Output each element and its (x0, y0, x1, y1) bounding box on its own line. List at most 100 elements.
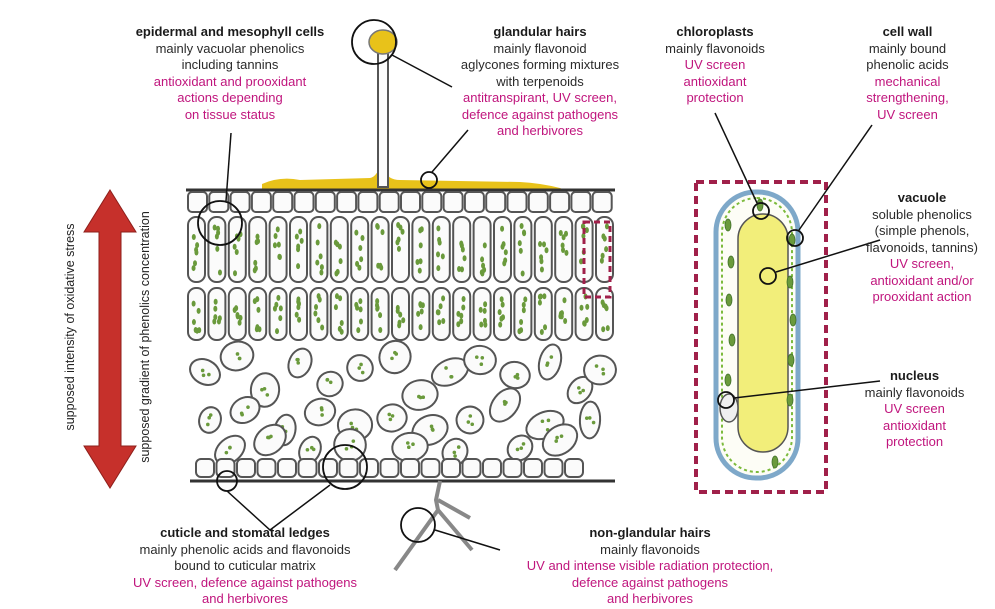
chloroplast-dot (437, 237, 441, 243)
chloroplast-dot (538, 300, 542, 306)
epidermal-fn-3: on tissue status (100, 107, 360, 124)
lower-epidermal-cell (442, 459, 460, 477)
chloroplast-dot (604, 246, 608, 252)
chloroplast-dot (602, 372, 606, 376)
oxidative-stress-arrow (84, 190, 136, 488)
chloroplast-dot (297, 317, 301, 323)
lower-epidermal-cell (401, 459, 419, 477)
chloroplast-dot (240, 411, 244, 415)
chloroplast-dot (361, 371, 365, 375)
chloroplast-dot (313, 311, 317, 317)
chloroplast-dot (579, 258, 583, 264)
chloroplast-dot (256, 307, 260, 313)
chloroplast-dot (195, 328, 199, 334)
chloroplast-dot (562, 297, 566, 303)
chloroplast-dot (467, 420, 471, 424)
chloroplast-dot (277, 242, 281, 248)
chloroplast-dot (397, 237, 401, 243)
chloroplast-dot (547, 419, 551, 423)
chloroplast-dot (501, 302, 505, 308)
chloroplast-dot (202, 373, 206, 377)
epidermal-cell (422, 192, 441, 212)
spongy-cell (301, 395, 338, 429)
vacuole-desc-2: (simple phenols, (852, 223, 992, 240)
chloroplast-dot (441, 253, 445, 259)
epidermal-cell (295, 192, 314, 212)
chloroplast-dot (401, 229, 405, 235)
spongy-cell (579, 401, 601, 438)
chloroplast-dot (475, 355, 479, 359)
chloroplast-dot (595, 364, 599, 368)
cuticle-desc-1: mainly phenolic acids and flavonoids (100, 542, 390, 559)
chloroplast-dot (418, 301, 422, 307)
chloroplast (787, 394, 793, 406)
chloroplast-dot (354, 230, 358, 236)
chloroplast-dot (431, 427, 435, 431)
chloroplast-dot (338, 244, 342, 250)
epidermal-fn-2: actions depending (100, 90, 360, 107)
palisade-cell (433, 217, 450, 282)
nonglandular-fn-2: defence against pathogens (500, 575, 800, 592)
palisade-cell (514, 288, 531, 340)
chloroplast-dot (316, 240, 320, 246)
chloroplast-dot (192, 301, 196, 307)
lower-epidermal-cell (278, 459, 296, 477)
chloroplast-dot (461, 246, 465, 252)
cell-detail (696, 182, 826, 492)
cuticle-desc-2: bound to cuticular matrix (100, 558, 390, 575)
chloroplast-dot (246, 405, 250, 409)
chloroplast-dot (193, 260, 197, 266)
spongy-cell (454, 404, 487, 437)
chloroplast-dot (418, 268, 422, 274)
epidermal-cell (550, 192, 569, 212)
chloroplast-dot (317, 223, 321, 229)
chloroplast-dot (558, 313, 562, 319)
chloroplast-dot (453, 451, 457, 455)
lower-epidermal-cell (422, 459, 440, 477)
cellwall-desc-1: mainly bound (845, 41, 970, 58)
chloroplast-dot (320, 408, 324, 412)
chloroplast-dot (378, 312, 382, 318)
chloroplast-dot (269, 435, 273, 439)
oxidative-stress-label: supposed intensity of oxidative stress (63, 207, 77, 447)
chloroplast-dot (421, 395, 425, 399)
chloroplast-dot (519, 327, 523, 333)
chloroplast-dot (560, 434, 564, 438)
chloroplast-dot (419, 324, 423, 330)
chloroplast-dot (522, 307, 526, 313)
vacuole-desc-3: flavonoids, tannins) (852, 240, 992, 257)
chloroplast-dot (213, 224, 217, 230)
chloroplasts-fn-1: UV screen (650, 57, 780, 74)
chloroplast-dot (263, 387, 267, 391)
chloroplast-dot (542, 241, 546, 247)
chloroplast-dot (503, 257, 507, 263)
glandular-fn-3: and herbivores (430, 123, 650, 140)
chloroplast-dot (470, 422, 474, 426)
epidermal-cell (529, 192, 548, 212)
spongy-cell (375, 336, 416, 378)
chloroplast-dot (320, 413, 324, 417)
chloroplast-dot (559, 230, 563, 236)
glandular-hair-stalk (378, 52, 388, 187)
chloroplast-dot (359, 363, 363, 367)
chloroplast-dot (397, 246, 401, 252)
chloroplast-dot (206, 423, 210, 427)
chloroplast-dot (236, 352, 240, 356)
chloroplast-dot (436, 309, 440, 315)
chloroplast-dot (255, 296, 259, 302)
chloroplast (725, 219, 731, 231)
chloroplast-dot (378, 263, 382, 269)
chloroplast-dot (416, 311, 420, 317)
chloroplast-dot (411, 442, 415, 446)
spongy-cell (313, 367, 347, 400)
chloroplast-dot (601, 326, 605, 332)
chloroplast-dot (462, 296, 466, 302)
palisade-cell (249, 217, 266, 282)
chloroplast-dot (276, 226, 280, 232)
chloroplast-dot (225, 451, 229, 455)
nonglandular-fn-1: UV and intense visible radiation protect… (500, 558, 800, 575)
chloroplast-dot (563, 318, 567, 324)
chloroplast-dot (457, 445, 461, 449)
nonglandular-desc: mainly flavonoids (500, 542, 800, 559)
glandular-title: glandular hairs (430, 24, 650, 41)
